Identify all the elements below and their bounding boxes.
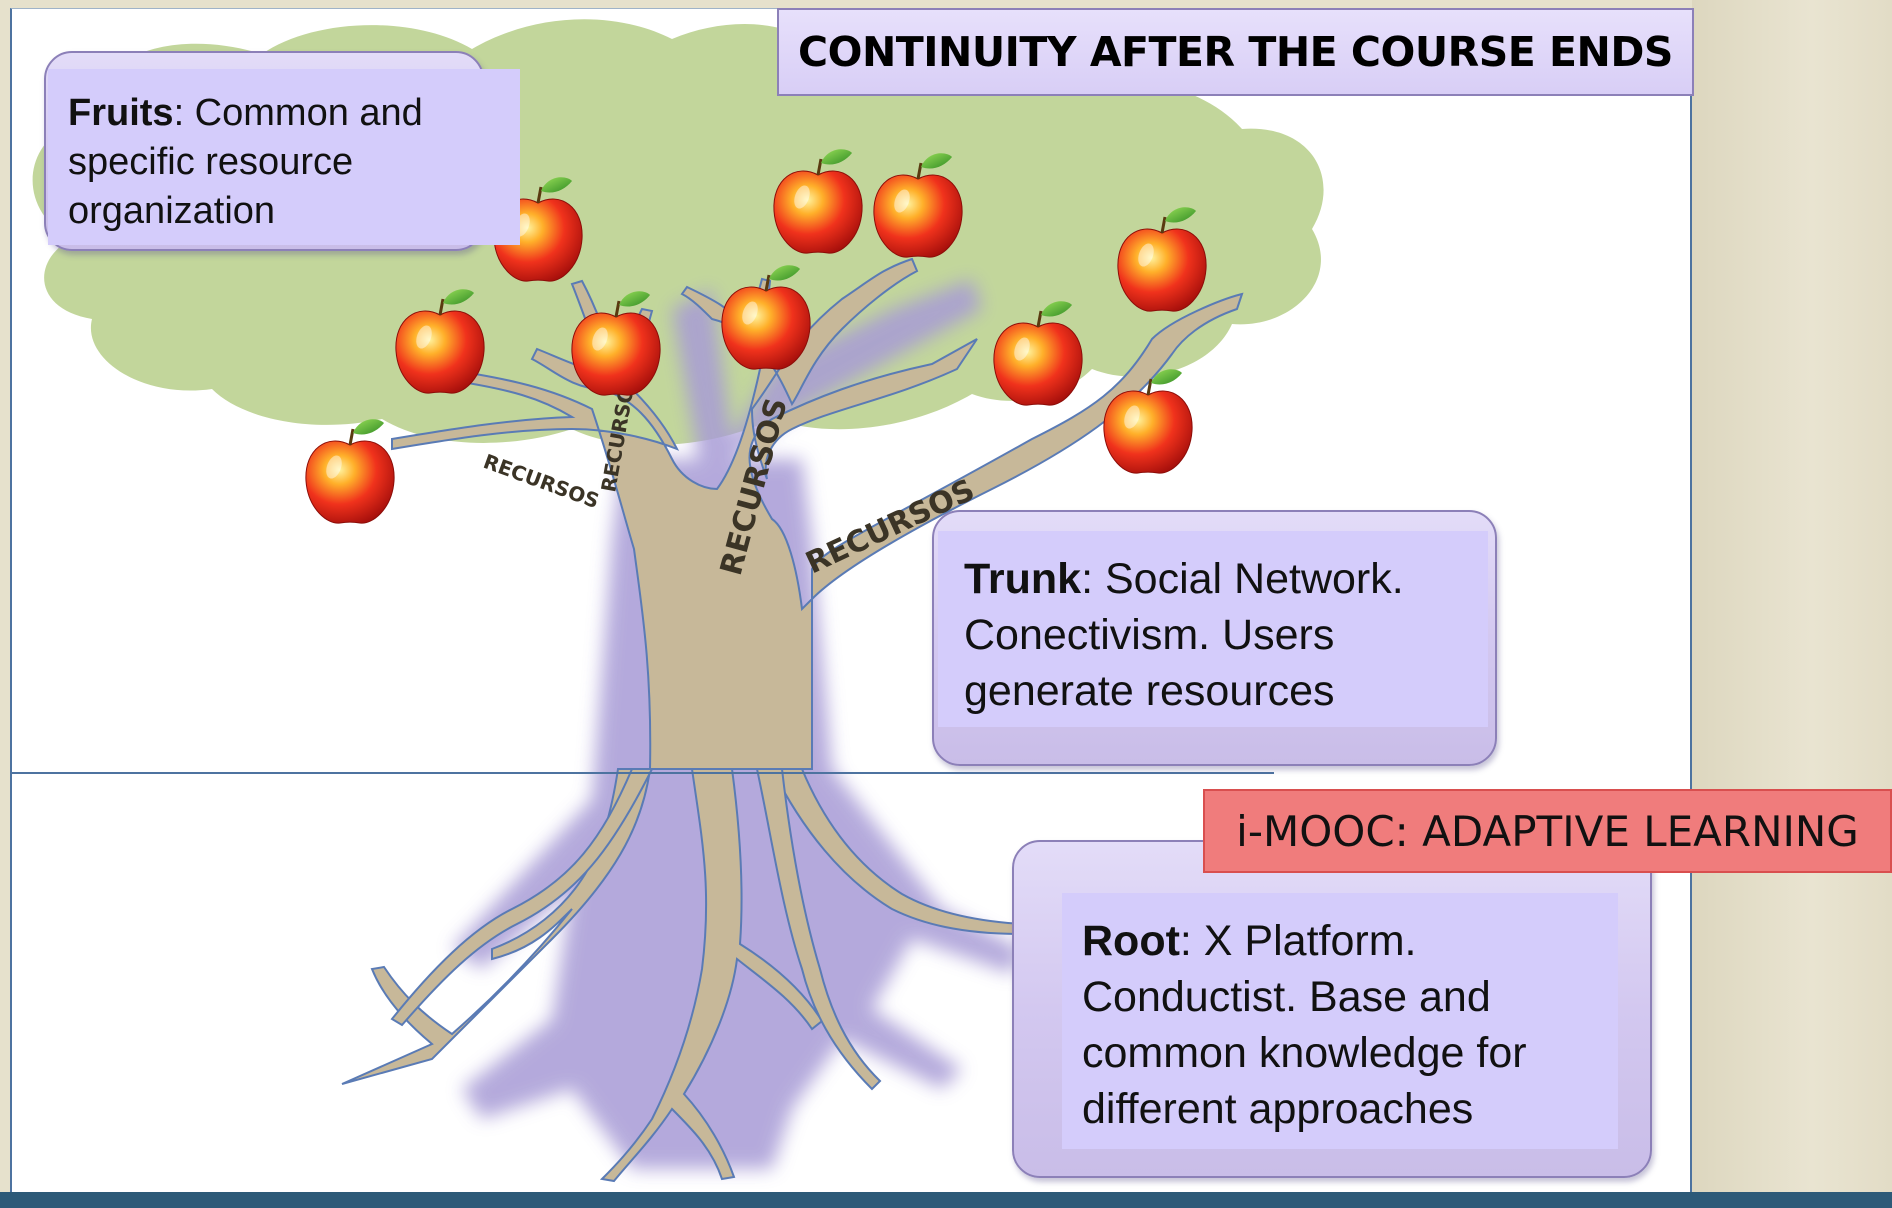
imooc-badge-text: i-MOOC: ADAPTIVE LEARNING xyxy=(1236,806,1859,856)
diagram-canvas: RECURSOS RECURSOS RECURSOS RECURSOS Frui… xyxy=(10,8,1692,1200)
fruits-callout-text: Fruits: Common and specific resource org… xyxy=(48,69,520,245)
root-term: Root xyxy=(1082,917,1180,965)
imooc-badge: i-MOOC: ADAPTIVE LEARNING xyxy=(1203,789,1892,873)
branch-label-1: RECURSOS xyxy=(480,449,602,513)
bottom-bar xyxy=(0,1192,1892,1208)
root-description: : X Platform. Conductist. Base and commo… xyxy=(1082,917,1527,1133)
fruits-description: : Common and specific resource organizat… xyxy=(68,92,423,232)
fruits-term: Fruits xyxy=(68,92,174,134)
slide-title-text: CONTINUITY AFTER THE COURSE ENDS xyxy=(798,28,1673,76)
root-callout-text: Root: X Platform. Conductist. Base and c… xyxy=(1062,893,1618,1149)
trunk-term: Trunk xyxy=(964,555,1082,603)
trunk-callout-text: Trunk: Social Network. Conectivism. User… xyxy=(938,531,1488,727)
slide-title: CONTINUITY AFTER THE COURSE ENDS xyxy=(777,8,1694,96)
slide-background xyxy=(1692,0,1892,1208)
apple-icon xyxy=(304,417,396,525)
trunk-description: : Social Network. Conectivism. Users gen… xyxy=(964,555,1404,715)
